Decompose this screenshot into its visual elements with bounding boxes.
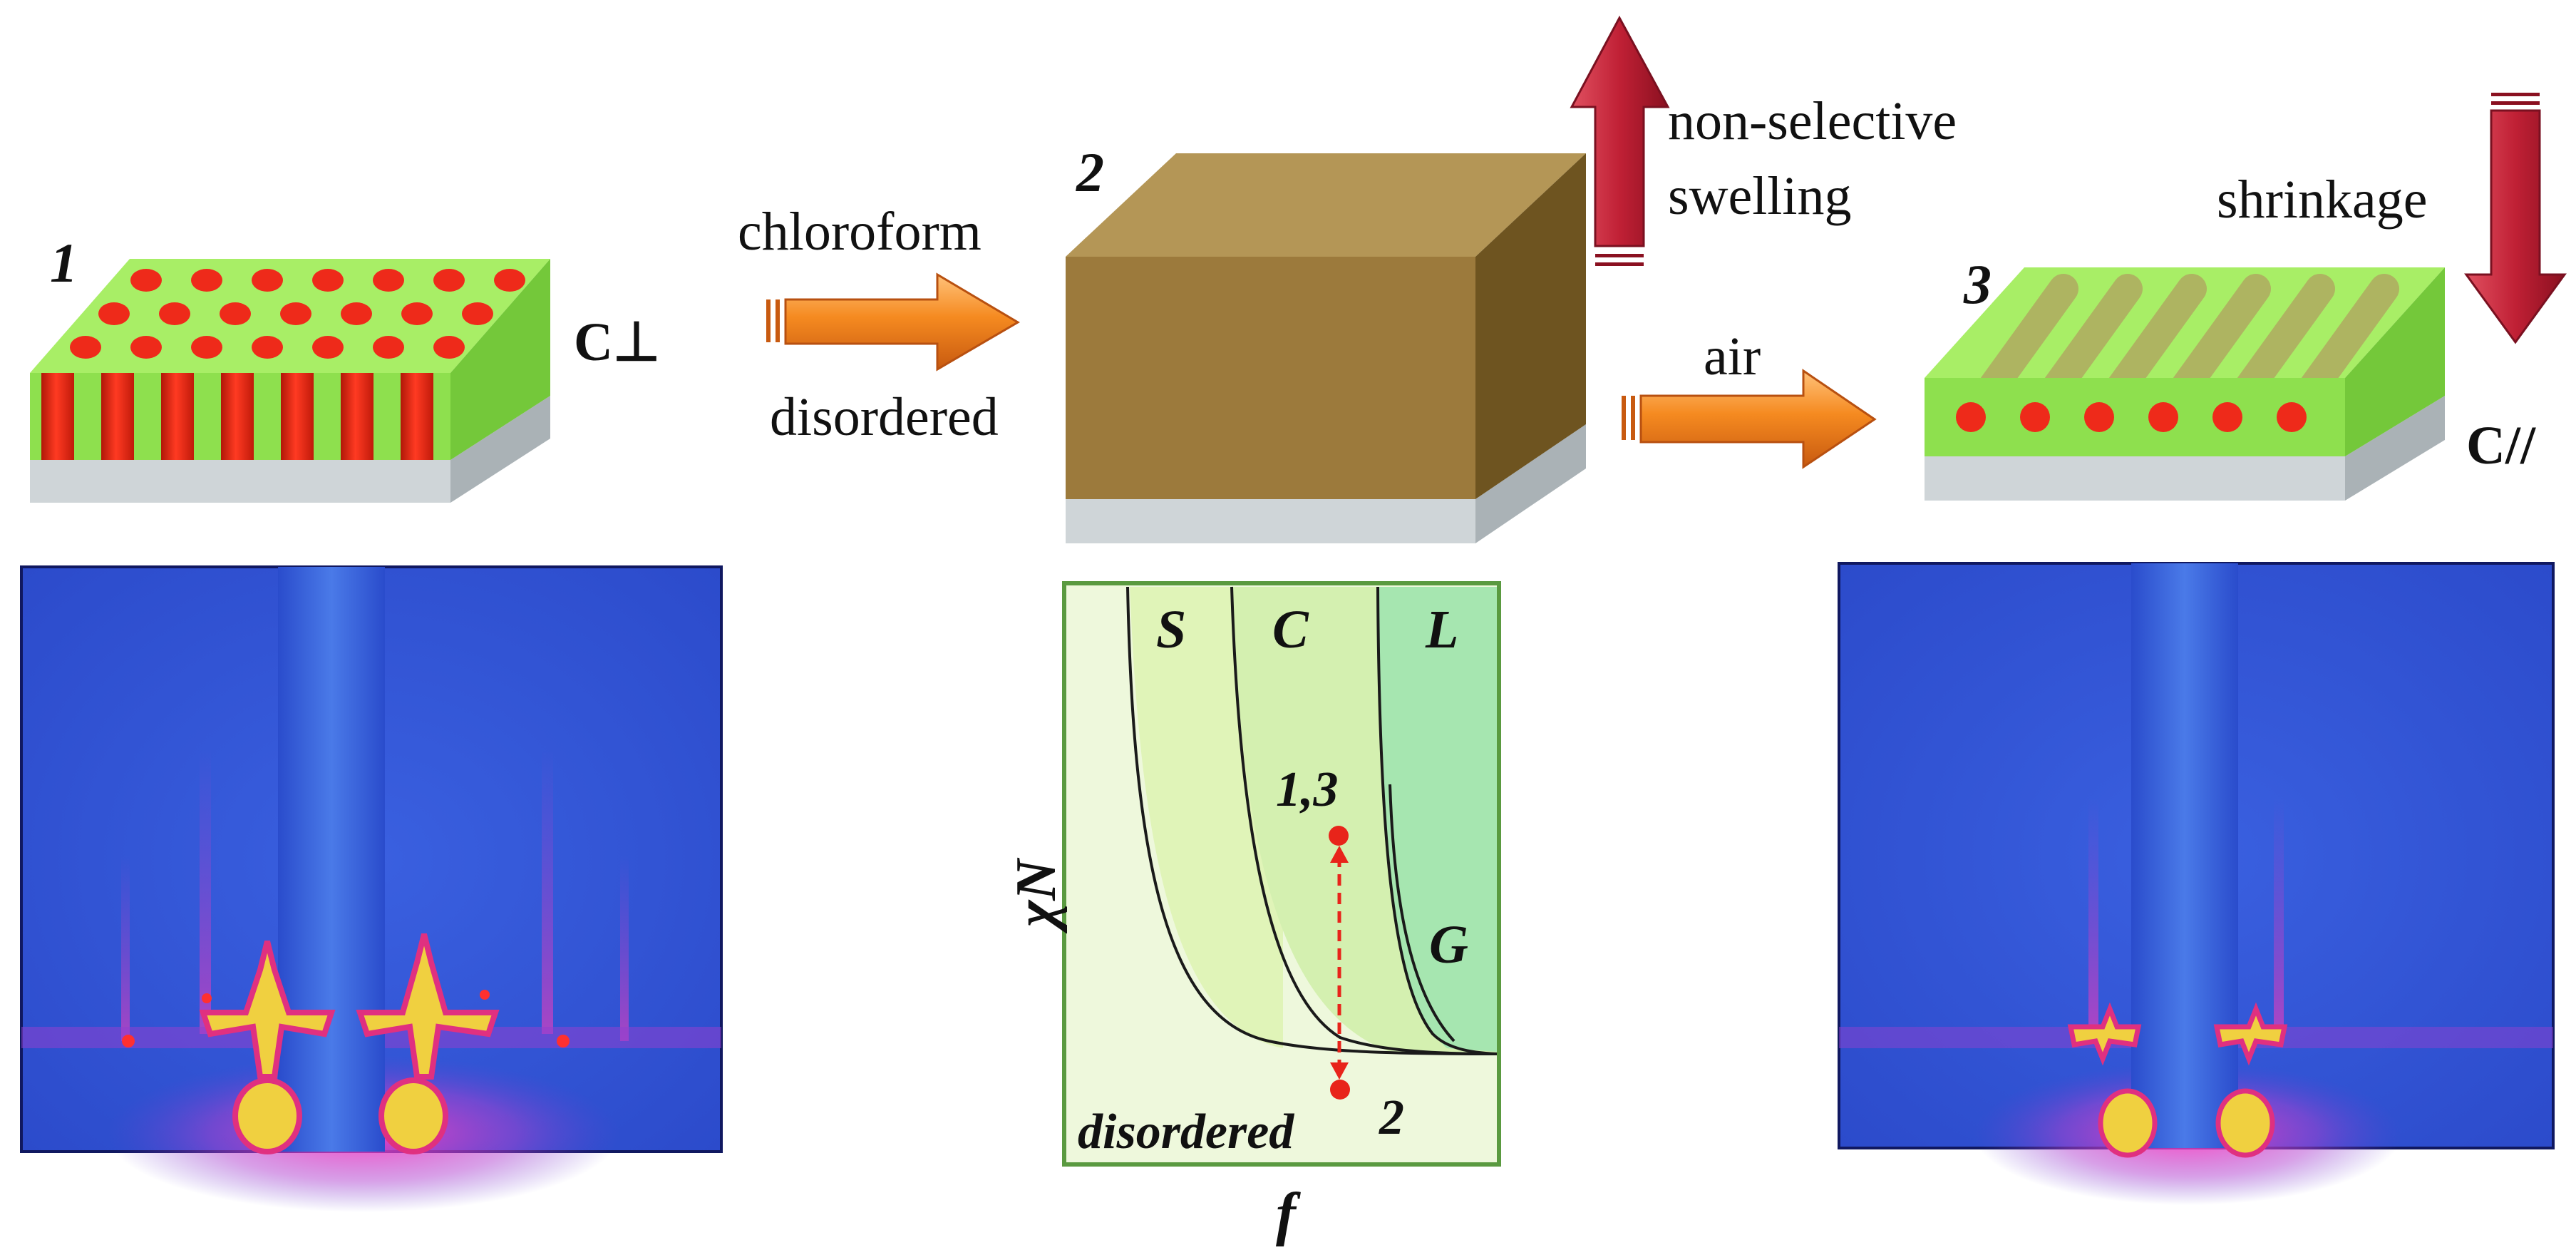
film-side-face: [450, 259, 550, 460]
state-point-2: [1330, 1080, 1350, 1100]
block-side: [1475, 153, 1586, 499]
stage-3-number: 3: [1963, 253, 1992, 315]
cylinder-tops: [70, 269, 525, 359]
block-top: [1066, 153, 1586, 257]
point-lower-label: 2: [1379, 1090, 1404, 1145]
chloroform-arrow: [766, 272, 1020, 372]
cylinder-cross-sections: [1956, 402, 2307, 432]
substrate-front: [30, 460, 450, 503]
region-label-l: L: [1425, 600, 1458, 660]
x-axis-label: f: [1276, 1181, 1301, 1247]
air-arrow: [1622, 369, 1877, 469]
stage-2-swollen-film: [1066, 153, 1586, 543]
region-l: [1379, 587, 1497, 1052]
gisaxs-pattern-stage-3: [1838, 562, 2555, 1205]
swelling-label-line1: non-selective: [1668, 91, 1957, 151]
stage-1-film: [30, 259, 550, 503]
stage-2-number: 2: [1076, 141, 1104, 203]
state-point-1-3: [1329, 826, 1349, 846]
shrinkage-arrow: [2464, 93, 2567, 344]
bragg-peaks: [122, 933, 570, 1154]
phase-boundaries: [1126, 586, 1498, 1055]
region-label-g: G: [1429, 915, 1468, 975]
perpendicular-cylinders: [41, 373, 433, 460]
substrate-side: [450, 396, 550, 503]
disordered-region-label: disordered: [1078, 1105, 1294, 1159]
swelling-arrow: [1570, 15, 1670, 266]
bragg-peaks-parallel: [2067, 1002, 2288, 1158]
y-axis-label: χN: [1005, 857, 1068, 934]
block-front: [1066, 257, 1475, 499]
point-upper-label: 1,3: [1276, 762, 1339, 817]
stage-3-morphology-label: C//: [2466, 416, 2536, 476]
gisaxs-pattern-stage-1: [20, 565, 723, 1212]
air-label: air: [1704, 327, 1761, 386]
region-label-s: S: [1156, 600, 1186, 660]
phase-diagram: S C L G 1,3 2 disordered: [1062, 581, 1501, 1167]
stage-1-morphology-label: C⊥: [574, 312, 660, 372]
stage-3-film: [1925, 267, 2445, 501]
stage-1-number: 1: [50, 232, 78, 294]
region-label-c: C: [1272, 600, 1309, 660]
chloroform-label: chloroform: [738, 202, 982, 262]
disordered-transition-label: disordered: [770, 387, 999, 447]
swelling-label-line2: swelling: [1668, 166, 1852, 226]
shrinkage-label: shrinkage: [2217, 170, 2427, 230]
